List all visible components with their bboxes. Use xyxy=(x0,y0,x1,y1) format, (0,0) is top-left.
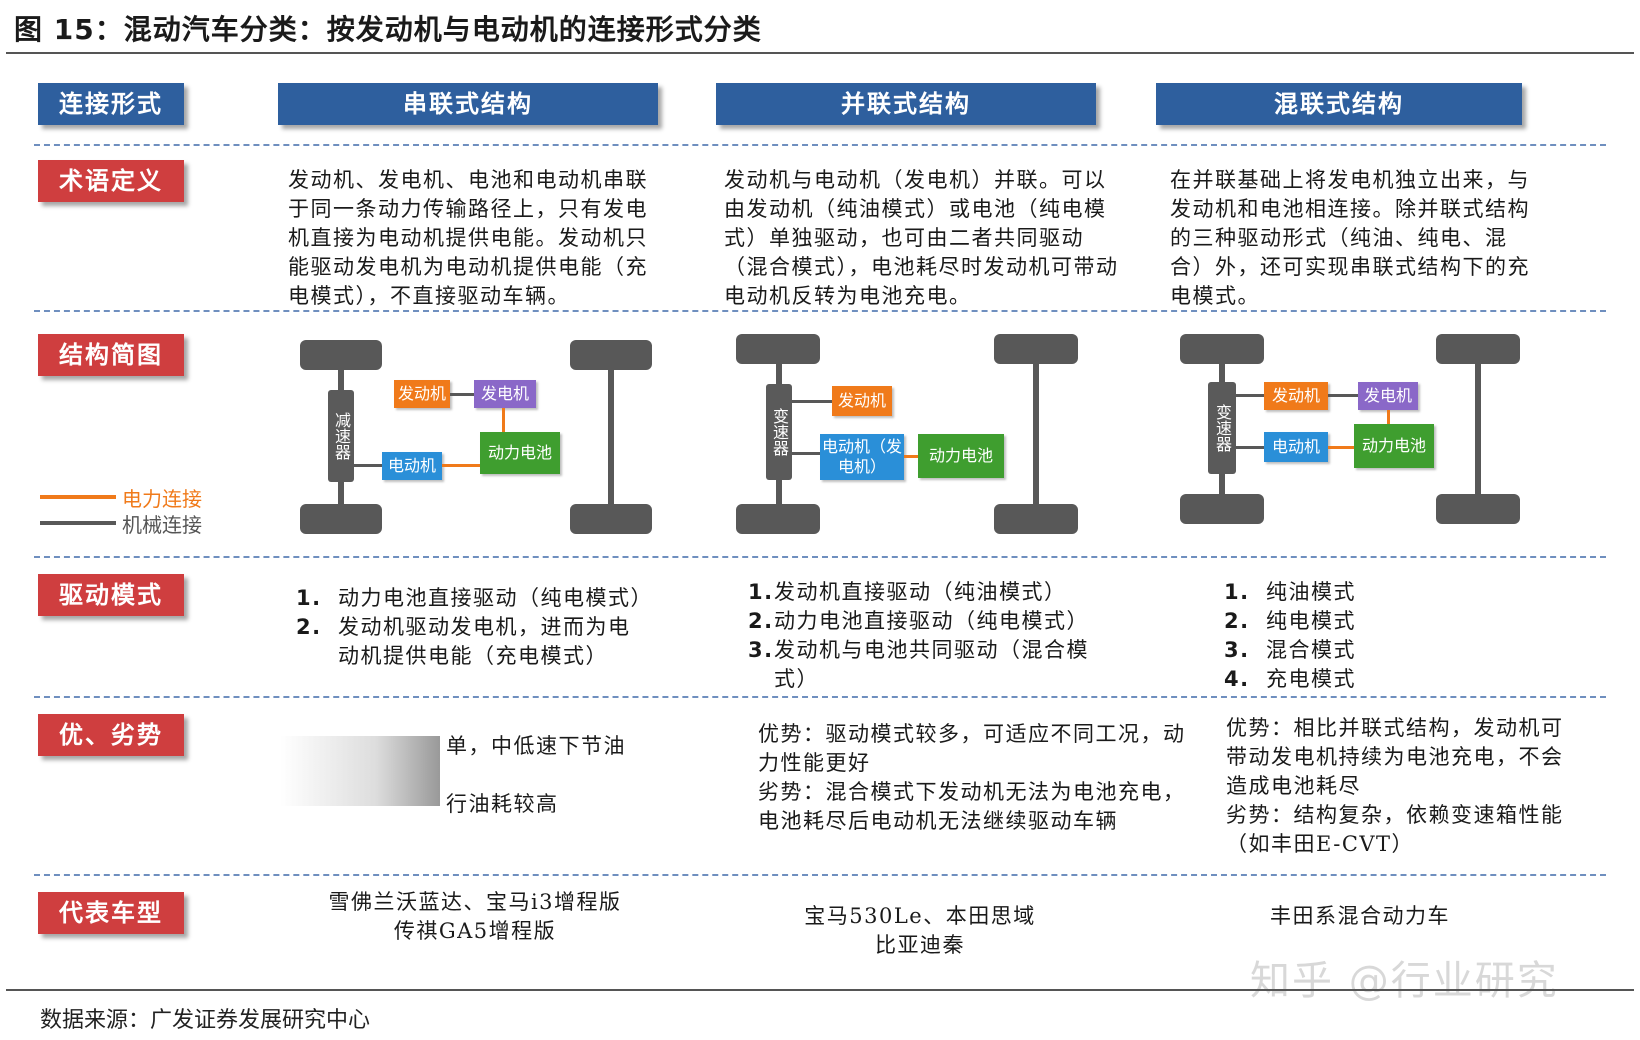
definition-series: 发动机、发电机、电池和电动机串联于同一条动力传输路径上，只有发电机直接为电动机提… xyxy=(288,168,648,308)
list-item: 4.充电模式 xyxy=(1224,667,1356,691)
motor-box: 电动机 xyxy=(1264,432,1328,462)
overlay-artifact xyxy=(280,736,440,806)
header-connection-type: 连接形式 xyxy=(38,83,184,125)
axle xyxy=(1475,362,1481,498)
battery-box: 动力电池 xyxy=(480,432,560,474)
engine-box: 发动机 xyxy=(1264,382,1328,410)
wheel xyxy=(570,504,652,534)
motor-box: 电动机（发电机） xyxy=(820,434,904,480)
page-title: 图 15：混动汽车分类：按发动机与电动机的连接形式分类 xyxy=(14,13,762,46)
models-hybrid: 丰田系混合动力车 xyxy=(1270,904,1450,928)
engine-box: 发动机 xyxy=(832,386,892,416)
electric-link xyxy=(1387,410,1390,424)
row-divider xyxy=(34,310,1606,312)
mechanical-swatch xyxy=(40,521,116,525)
top-rule xyxy=(6,52,1634,54)
mechanical-link xyxy=(1236,446,1264,449)
wheel xyxy=(1436,334,1520,364)
pros-cons-series-line2: 行油耗较高 xyxy=(446,792,559,816)
pros-cons-parallel: 优势：驱动模式较多，可适应不同工况，动力性能更好 劣势：混合模式下发动机无法为电… xyxy=(758,722,1186,833)
drive-modes-series: 1.动力电池直接驱动（纯电模式） 2.发动机驱动发电机，进而为电动机提供电能（充… xyxy=(296,584,653,671)
electric-link xyxy=(442,464,480,467)
gearbox-box: 变速器 xyxy=(1208,382,1236,474)
pros-cons-hybrid: 优势：相比并联式结构，发动机可带动发电机持续为电池充电，不会造成电池耗尽 劣势：… xyxy=(1226,716,1564,856)
engine-box: 发动机 xyxy=(394,380,450,408)
header-hybrid: 混联式结构 xyxy=(1156,83,1522,125)
parallel-diagram: 变速器 发动机 电动机（发电机） 动力电池 xyxy=(736,334,1096,534)
row-label-pros-cons: 优、劣势 xyxy=(38,714,184,756)
mechanical-link xyxy=(1328,394,1358,397)
wheel xyxy=(570,340,652,370)
electric-link xyxy=(1328,446,1354,449)
battery-box: 动力电池 xyxy=(1354,424,1434,468)
wheel xyxy=(300,504,382,534)
mechanical-link xyxy=(792,400,832,403)
wheel xyxy=(994,504,1078,534)
hybrid-diagram: 变速器 发动机 发电机 电动机 动力电池 xyxy=(1180,334,1540,534)
motor-box: 电动机 xyxy=(382,452,442,480)
wheel xyxy=(1436,494,1520,524)
watermark: 知乎 @行业研究 xyxy=(1250,958,1559,1004)
list-item: 1.发动机直接驱动（纯油模式） xyxy=(748,580,1067,604)
mechanical-link xyxy=(1236,394,1264,397)
axle xyxy=(608,368,614,508)
electric-link xyxy=(502,408,505,454)
legend-mechanical: 机械连接 xyxy=(122,512,202,537)
list-item: 2.发动机驱动发电机，进而为电动机提供电能（充电模式） xyxy=(296,615,631,668)
list-item: 1.动力电池直接驱动（纯电模式） xyxy=(296,586,653,610)
row-divider xyxy=(34,556,1606,558)
source-note: 数据来源：广发证券发展研究中心 xyxy=(40,1008,371,1033)
row-label-diagram: 结构简图 xyxy=(38,334,184,376)
header-parallel: 并联式结构 xyxy=(716,83,1096,125)
wheel xyxy=(994,334,1078,364)
list-item: 1.纯油模式 xyxy=(1224,580,1356,604)
bottom-rule xyxy=(6,989,1634,991)
battery-box: 动力电池 xyxy=(918,434,1004,478)
electric-swatch xyxy=(40,495,116,499)
wheel xyxy=(300,340,382,370)
generator-box: 发电机 xyxy=(1358,382,1418,410)
pros-cons-series-line1: 单，中低速下节油 xyxy=(446,734,626,758)
list-item: 2.纯电模式 xyxy=(1224,609,1356,633)
wheel xyxy=(736,504,820,534)
mechanical-link xyxy=(792,452,820,455)
definition-hybrid: 在并联基础上将发电机独立出来，与发动机和电池相连接。除并联式结构的三种驱动形式（… xyxy=(1170,168,1530,308)
row-label-models: 代表车型 xyxy=(38,892,184,934)
mechanical-link xyxy=(354,464,382,467)
mechanical-link xyxy=(450,393,474,396)
drive-modes-hybrid: 1.纯油模式 2.纯电模式 3.混合模式 4.充电模式 xyxy=(1224,578,1524,694)
wheel xyxy=(736,334,820,364)
row-label-definition: 术语定义 xyxy=(38,160,184,202)
models-series: 雪佛兰沃蓝达、宝马i3增程版 传祺GA5增程版 xyxy=(328,890,622,943)
header-series: 串联式结构 xyxy=(278,83,658,125)
wheel xyxy=(1180,494,1264,524)
axle xyxy=(1033,362,1039,508)
legend-electric: 电力连接 xyxy=(122,486,202,511)
list-item: 3.混合模式 xyxy=(1224,638,1356,662)
series-diagram: 减速器 发动机 发电机 电动机 动力电池 xyxy=(300,340,660,540)
row-divider xyxy=(34,874,1606,876)
list-item: 2.动力电池直接驱动（纯电模式） xyxy=(748,609,1089,633)
gearbox-box: 变速器 xyxy=(766,384,792,480)
drive-modes-parallel: 1.发动机直接驱动（纯油模式） 2.动力电池直接驱动（纯电模式） 3.发动机与电… xyxy=(748,578,1118,694)
generator-box: 发电机 xyxy=(474,380,536,408)
wheel xyxy=(1180,334,1264,364)
electric-link xyxy=(904,455,918,458)
diagram-legend: 电力连接 机械连接 xyxy=(40,484,202,537)
row-label-drive-modes: 驱动模式 xyxy=(38,574,184,616)
row-divider xyxy=(34,144,1606,146)
models-parallel: 宝马530Le、本田思域 比亚迪秦 xyxy=(804,904,1036,957)
definition-parallel: 发动机与电动机（发电机）并联。可以由发动机（纯油模式）或电池（纯电模式）单独驱动… xyxy=(724,168,1119,308)
gearbox-box: 减速器 xyxy=(328,390,354,482)
list-item: 3.发动机与电池共同驱动（混合模式） xyxy=(748,638,1089,691)
row-divider xyxy=(34,696,1606,698)
